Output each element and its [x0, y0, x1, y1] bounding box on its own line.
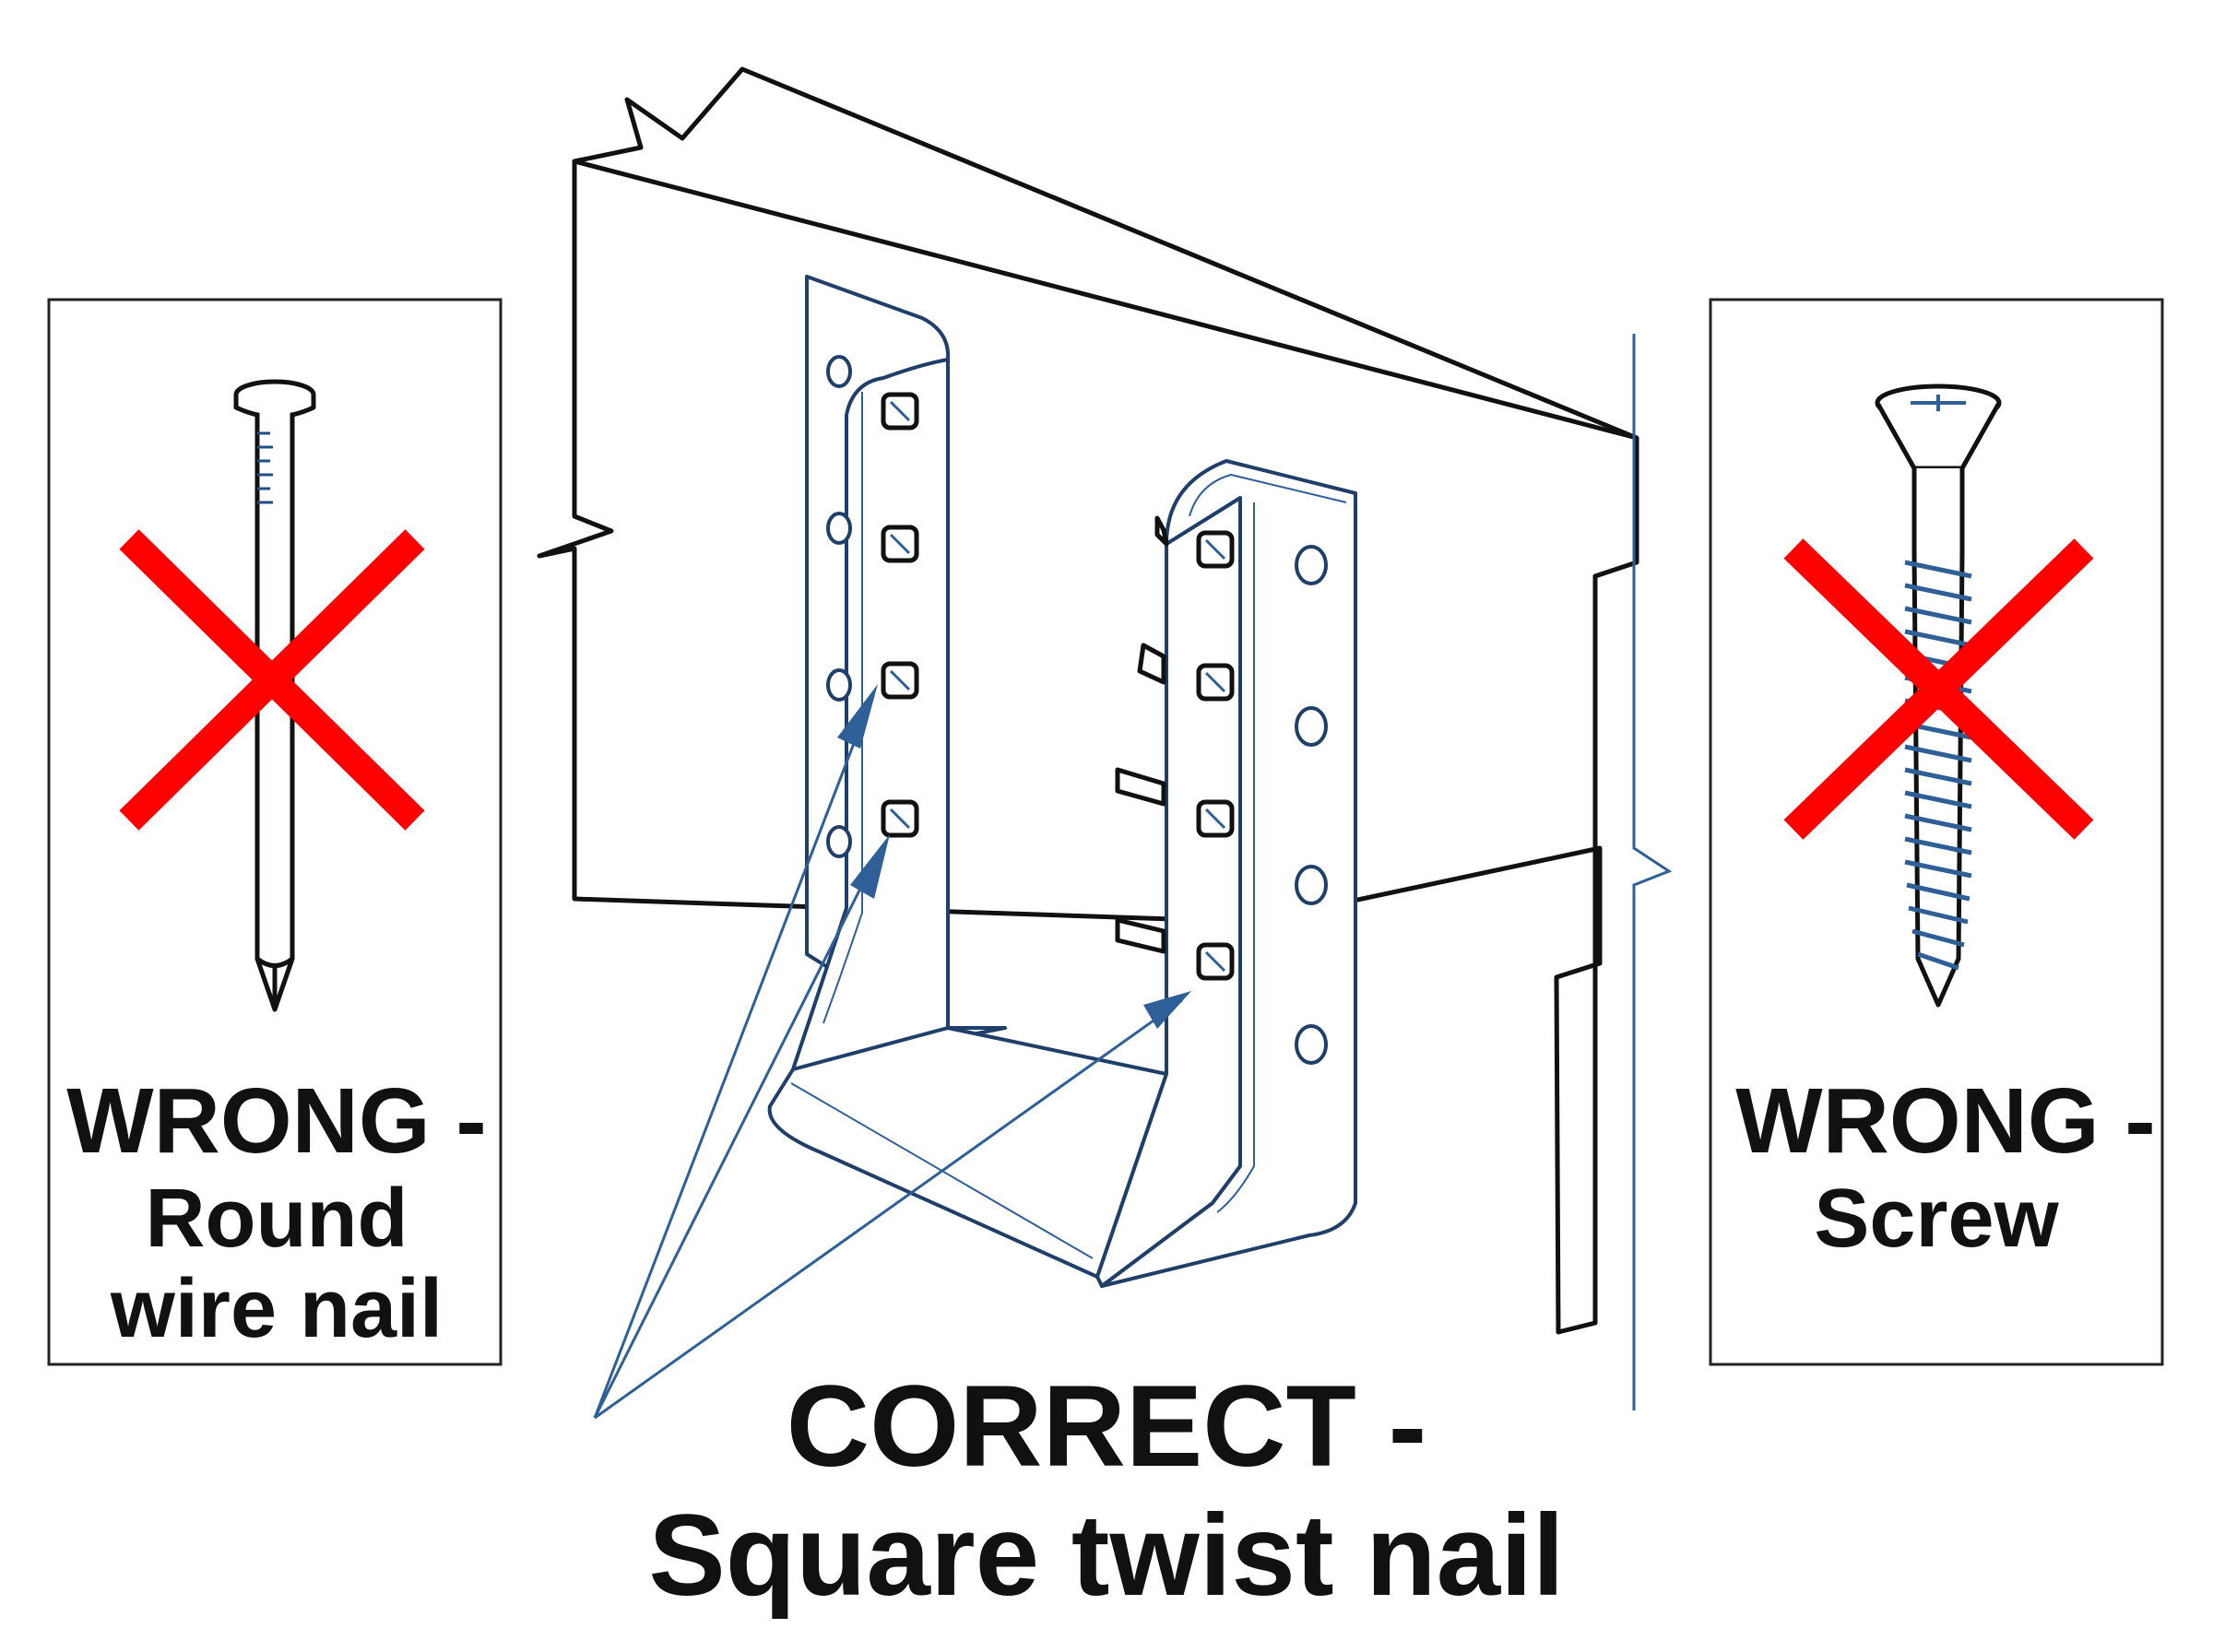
- right-panel-line1: Screw: [1814, 1173, 2059, 1265]
- left-wrong-panel: WRONG - Round wire nail: [47, 298, 503, 1366]
- protruding-nail-shanks: [1115, 515, 1169, 954]
- left-side-wall: [791, 358, 1007, 1071]
- left-panel-line2: wire nail: [110, 1263, 443, 1355]
- nail-head-inner-marks: [889, 400, 1226, 973]
- arrowhead-2: [850, 834, 890, 899]
- red-x-icon: [119, 529, 425, 831]
- right-flange: [1100, 459, 1357, 1288]
- right-panel-title: WRONG -: [1735, 1069, 2155, 1173]
- arrowheads: [837, 684, 1191, 1029]
- round-wire-nail-icon: [233, 379, 316, 1012]
- arrowhead-3: [1143, 991, 1191, 1029]
- left-flange-holes: [826, 355, 852, 858]
- right-wrong-panel: WRONG - Screw: [1709, 298, 2164, 1366]
- wall-edge-line: [1632, 334, 1673, 1410]
- left-panel-title: WRONG -: [66, 1069, 486, 1173]
- right-flange-holes: [1295, 545, 1328, 1065]
- red-x-icon: [1783, 538, 2094, 840]
- arrowhead-1: [837, 684, 878, 749]
- caption-subtitle: Square twist nail: [648, 1492, 1564, 1620]
- left-panel-line1: Round: [146, 1173, 408, 1265]
- leader-lines: [593, 709, 1183, 1420]
- caption-title: CORRECT -: [787, 1363, 1426, 1491]
